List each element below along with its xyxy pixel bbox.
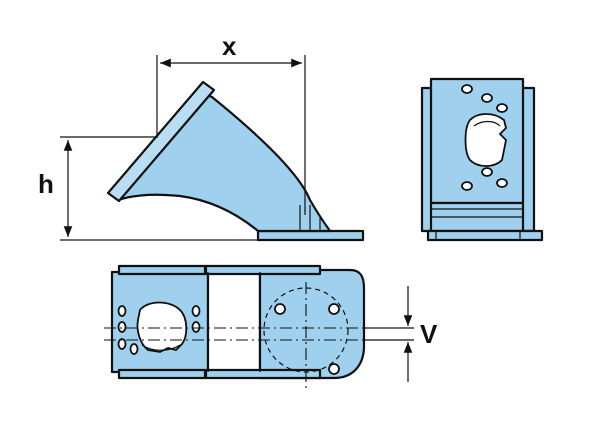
x-dimension: x bbox=[156, 31, 306, 215]
front-view-center-opening bbox=[464, 113, 507, 167]
h-dimension: h bbox=[38, 136, 258, 241]
top-view-gap bbox=[206, 270, 262, 374]
top-view-hole bbox=[117, 305, 127, 317]
v-dimension-label: V bbox=[420, 319, 438, 349]
front-view-hole bbox=[461, 84, 473, 94]
front-view-hole bbox=[481, 93, 493, 103]
top-view-hole bbox=[191, 321, 201, 333]
h-dimension-label: h bbox=[38, 169, 54, 199]
front-view-hole bbox=[496, 103, 508, 113]
v-dimension: V bbox=[364, 286, 438, 382]
front-view bbox=[420, 77, 544, 242]
top-view-bolt-hole bbox=[328, 363, 340, 375]
top-view-left-top-edge bbox=[117, 264, 207, 276]
top-view bbox=[104, 264, 372, 392]
top-view-left-bottom-edge bbox=[117, 368, 207, 380]
side-view-base-flange bbox=[256, 229, 365, 242]
side-view-top-plate bbox=[106, 80, 216, 203]
top-view-hole bbox=[129, 343, 139, 355]
front-view-hole bbox=[496, 178, 508, 188]
side-view-gusset bbox=[108, 90, 332, 233]
top-view-right-bottom-edge bbox=[204, 368, 322, 380]
top-view-hole bbox=[117, 321, 127, 333]
x-dimension-label: x bbox=[222, 31, 237, 61]
front-view-hole bbox=[461, 181, 473, 191]
side-view bbox=[106, 80, 365, 242]
front-view-hole bbox=[481, 167, 493, 177]
top-view-center-opening bbox=[136, 301, 188, 353]
top-view-bolt-hole bbox=[328, 303, 340, 315]
top-view-hole bbox=[117, 338, 127, 350]
top-view-right-flange bbox=[258, 268, 366, 380]
front-view-base bbox=[426, 229, 544, 242]
top-view-bolt-hole bbox=[274, 303, 286, 315]
top-view-hole bbox=[191, 305, 201, 317]
top-view-right-top-edge bbox=[204, 264, 322, 276]
